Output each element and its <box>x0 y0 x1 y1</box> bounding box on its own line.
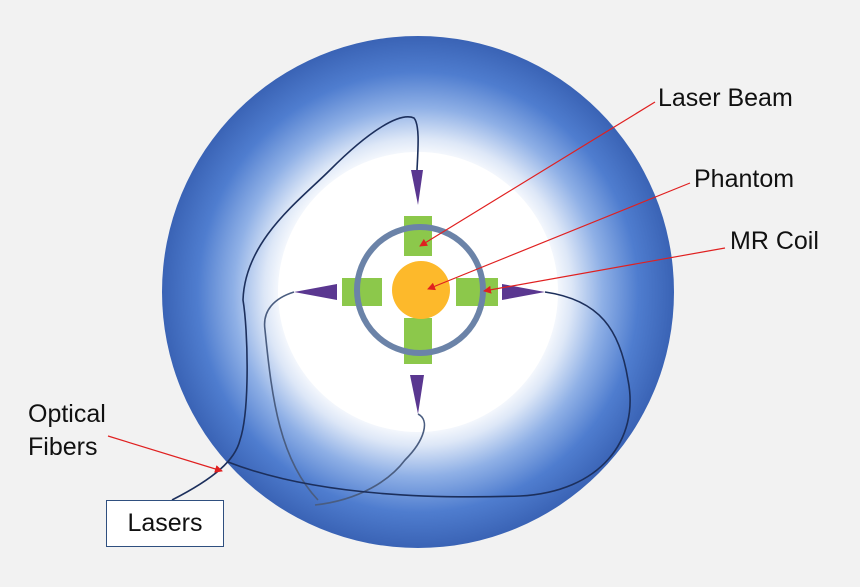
laser-beam-label: Laser Beam <box>658 84 793 112</box>
optical-fibers-label-line1: Optical <box>28 400 106 428</box>
phantom-label: Phantom <box>694 165 795 193</box>
optical-fibers <box>171 116 631 506</box>
optical-fibers-label: Optical Fibers <box>28 398 106 463</box>
phantom <box>392 261 450 319</box>
lasers-label: Lasers <box>127 509 203 537</box>
mr-coil-label: MR Coil <box>730 227 819 255</box>
laser-applicator <box>342 216 498 364</box>
pointer-lines <box>107 101 726 473</box>
fiber-tips <box>294 170 545 414</box>
lasers-box: Lasers <box>106 500 224 547</box>
mr-coil <box>354 224 486 356</box>
optical-fibers-label-line2: Fibers <box>28 432 98 461</box>
